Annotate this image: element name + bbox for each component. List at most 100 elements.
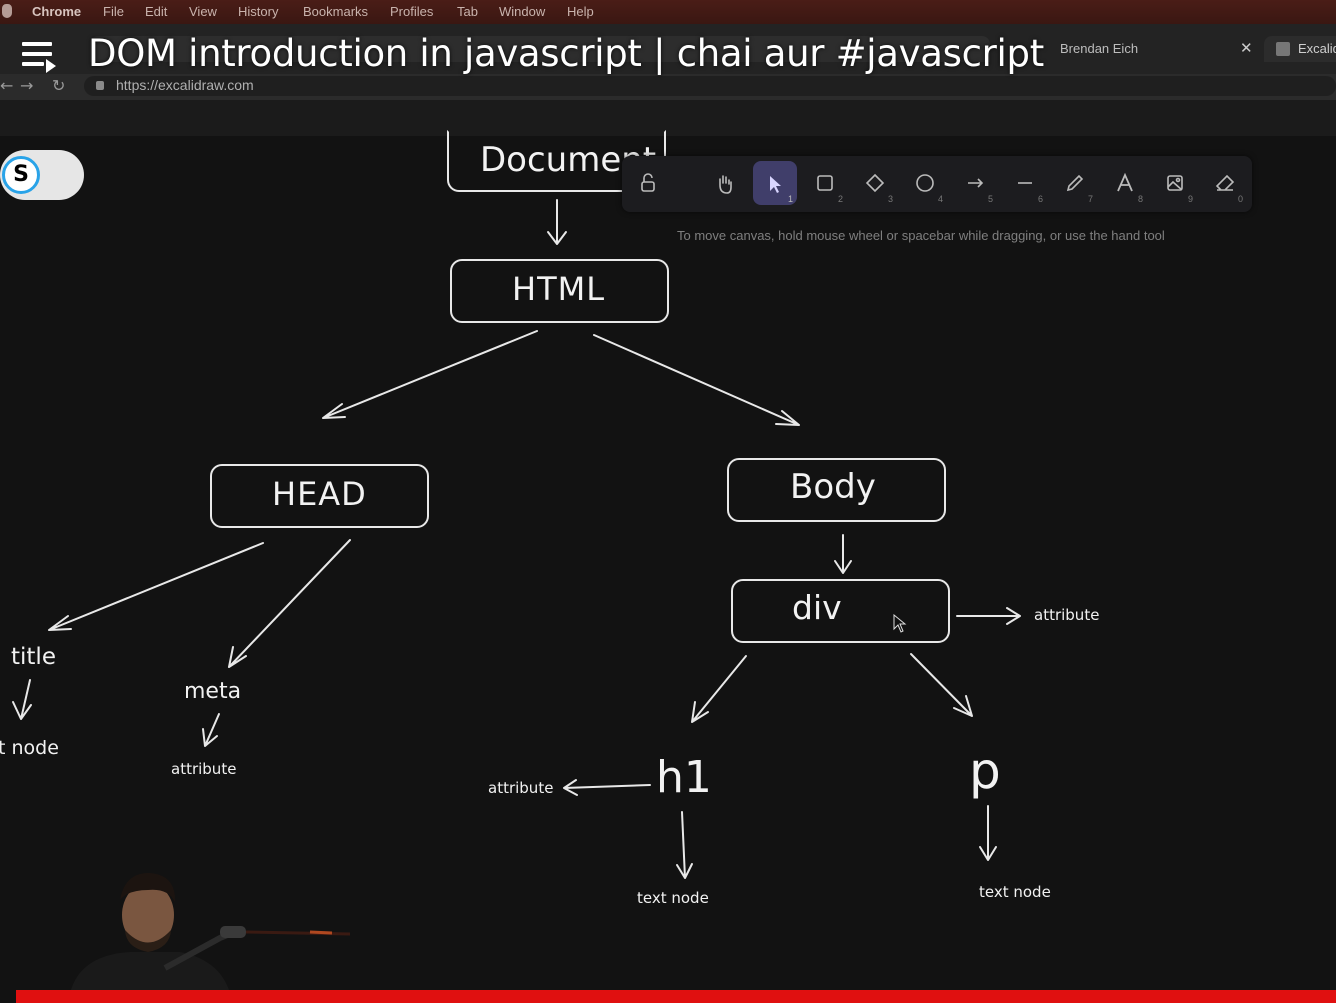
text-icon	[1117, 172, 1133, 192]
play-icon	[46, 59, 56, 73]
url-field[interactable]: https://excalidraw.com	[84, 76, 1336, 96]
apple-icon[interactable]	[2, 4, 12, 18]
tool-shortcut: 5	[987, 194, 993, 204]
browser-tab-brendan-eich[interactable]: Brendan Eich ✕	[1040, 36, 1262, 62]
html-label: HTML	[512, 270, 606, 308]
tool-shortcut: 2	[837, 194, 843, 204]
head-node[interactable]	[210, 464, 429, 528]
eraser-tool[interactable]: 0	[1203, 161, 1247, 205]
reload-icon[interactable]: ↻	[52, 76, 66, 95]
tool-shortcut: 1	[787, 194, 793, 204]
macos-menubar: Chrome File Edit View History Bookmarks …	[0, 0, 1336, 24]
arrow-head-meta	[228, 539, 351, 668]
line-tool[interactable]: 6	[1003, 161, 1047, 205]
p-text-node-label: text node	[979, 883, 1051, 901]
menu-bookmarks[interactable]: Bookmarks	[303, 4, 369, 19]
menu-profiles[interactable]: Profiles	[390, 4, 434, 19]
active-browser-tab[interactable]	[90, 36, 990, 62]
rectangle-icon	[817, 175, 833, 191]
video-progress-bar[interactable]	[16, 990, 1336, 1003]
menu-edit[interactable]: Edit	[145, 4, 168, 19]
arrow-body-div	[834, 534, 852, 574]
ellipse-tool[interactable]: 4	[903, 161, 947, 205]
menu-file[interactable]: File	[103, 4, 124, 19]
title-label: title	[11, 644, 56, 670]
hand-icon	[719, 175, 732, 194]
arrow-div-p	[910, 653, 973, 717]
div-node[interactable]	[731, 579, 950, 643]
channel-avatar: S	[2, 156, 40, 194]
menu-tab[interactable]: Tab	[457, 4, 478, 19]
html-node[interactable]	[450, 259, 669, 323]
tool-shortcut: 3	[887, 194, 893, 204]
menu-view[interactable]: View	[189, 4, 217, 19]
video-title[interactable]: DOM introduction in javascript | chai au…	[88, 32, 1044, 75]
excalidraw-toolbar: 1 2 3 4 5 6 7 8 9 0	[622, 156, 1252, 212]
arrow-document-html	[547, 199, 567, 245]
lock-tool[interactable]	[626, 161, 670, 205]
tool-shortcut: 6	[1037, 194, 1043, 204]
tab-label: Brendan Eich	[1060, 41, 1139, 56]
menu-history[interactable]: History	[238, 4, 279, 19]
bookmarks-strip	[0, 100, 1336, 136]
excalidraw-favicon-icon	[1276, 42, 1290, 56]
hand-tool[interactable]	[703, 161, 747, 205]
tab-label: Excalid	[1298, 41, 1336, 56]
title-text-node-label: t node	[0, 737, 59, 759]
arrow-tool[interactable]: 5	[953, 161, 997, 205]
h1-text-node-label: text node	[637, 889, 709, 907]
p-label: p	[969, 742, 1001, 800]
playlist-menu-icon[interactable]	[22, 40, 56, 74]
tool-shortcut: 7	[1087, 194, 1093, 204]
image-tool[interactable]: 9	[1153, 161, 1197, 205]
arrow-html-body	[593, 334, 800, 426]
pencil-tool[interactable]: 7	[1053, 161, 1097, 205]
line-icon	[1018, 182, 1032, 184]
body-node[interactable]	[727, 458, 946, 522]
text-tool[interactable]: 8	[1103, 161, 1147, 205]
tool-shortcut: 8	[1137, 194, 1143, 204]
close-icon[interactable]: ✕	[1240, 40, 1253, 57]
meta-label: meta	[184, 679, 242, 704]
tool-shortcut: 9	[1187, 194, 1193, 204]
arrow-div-attr	[956, 607, 1021, 625]
arrow-head-title	[48, 542, 264, 631]
arrow-icon	[968, 178, 984, 188]
selection-icon	[770, 176, 781, 193]
ellipse-icon	[916, 174, 934, 192]
div-label: div	[792, 588, 842, 627]
selection-tool[interactable]: 1	[753, 161, 797, 205]
lock-icon	[96, 81, 104, 90]
eraser-icon	[1215, 174, 1235, 191]
arrow-h1-text	[676, 811, 693, 879]
pencil-icon	[1066, 174, 1084, 192]
tool-shortcut: 0	[1237, 194, 1243, 204]
lock-icon	[641, 173, 655, 192]
presenter-webcam	[70, 860, 370, 993]
tool-shortcut: 4	[937, 194, 943, 204]
menu-window[interactable]: Window	[499, 4, 546, 19]
canvas-hint: To move canvas, hold mouse wheel or spac…	[677, 228, 1165, 243]
arrow-title-text	[12, 679, 32, 720]
rectangle-tool[interactable]: 2	[803, 161, 847, 205]
url-text: https://excalidraw.com	[116, 77, 254, 93]
menu-help[interactable]: Help	[567, 4, 594, 19]
browser-tab-excalidraw[interactable]: Excalid	[1264, 36, 1336, 62]
div-attribute-label: attribute	[1034, 606, 1100, 624]
meta-attribute-label: attribute	[171, 760, 237, 778]
h1-attribute-label: attribute	[488, 779, 554, 797]
h1-label: h1	[656, 752, 712, 803]
menu-chrome[interactable]: Chrome	[32, 4, 82, 19]
arrow-div-h1	[691, 655, 747, 723]
forward-icon[interactable]: →	[20, 76, 34, 95]
arrow-h1-attr	[563, 779, 651, 796]
image-icon	[1167, 175, 1183, 191]
back-icon[interactable]: ←	[0, 76, 14, 95]
diamond-icon	[865, 173, 885, 193]
diamond-tool[interactable]: 3	[853, 161, 897, 205]
arrow-p-text	[979, 805, 997, 861]
arrow-meta-attr	[202, 713, 220, 747]
body-label: Body	[790, 467, 876, 507]
channel-toggle[interactable]: S	[0, 150, 84, 200]
